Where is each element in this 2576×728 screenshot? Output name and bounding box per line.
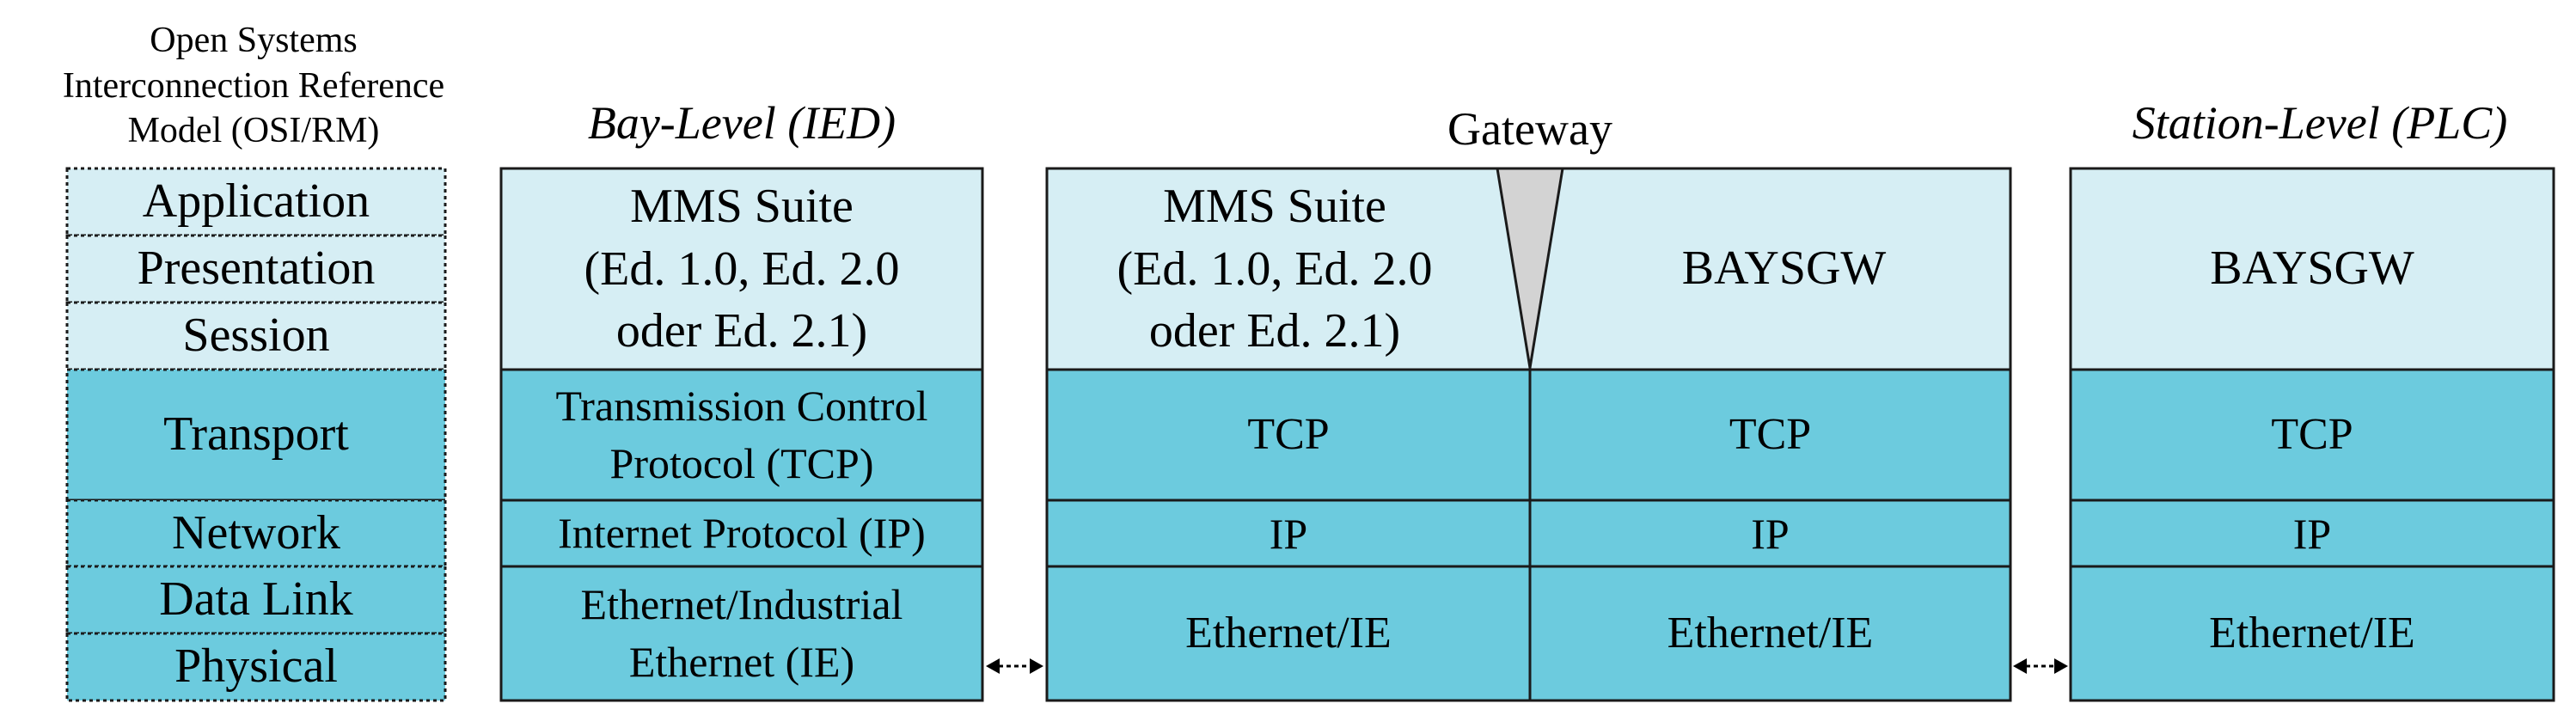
gw-right-transport-box	[1528, 368, 2012, 502]
osi-layer-physical: Physical	[174, 639, 338, 694]
gw-left-app-label: MMS Suite (Ed. 1.0, Ed. 2.0 oder Ed. 2.1…	[1047, 168, 1502, 370]
gw-left-transport-box	[1045, 368, 1532, 502]
gw-left-app-box	[1045, 167, 1532, 371]
bay-app-line-3: oder Ed. 2.1)	[615, 304, 868, 358]
bay-transport-line-2: Protocol (TCP)	[609, 439, 874, 487]
link-arrows	[986, 658, 2068, 674]
gw-left-app-line-3: oder Ed. 2.1)	[1148, 304, 1401, 358]
station-link-label: Ethernet/IE	[2209, 608, 2415, 658]
station-network-label: IP	[2292, 509, 2332, 558]
station-link-box	[2069, 565, 2555, 702]
gw-left-app-line-1: MMS Suite	[1163, 179, 1386, 233]
osi-layer-network: Network	[172, 505, 340, 560]
gw-right-link-label: Ethernet/IE	[1667, 608, 1874, 658]
gw-right-app-box	[1528, 167, 2012, 371]
bay-link-box	[499, 565, 984, 702]
osi-layer-application: Application	[142, 174, 370, 229]
osi-presentation-box	[65, 234, 447, 304]
osi-session-box	[65, 301, 447, 371]
gw-right-transport-label: TCP	[1729, 409, 1812, 459]
osi-title-line-3: Model (OSI/RM)	[127, 111, 380, 151]
bay-transport-box	[499, 368, 984, 502]
bay-transport-label: Transmission Control Protocol (TCP)	[501, 370, 982, 500]
osi-application-box	[65, 167, 447, 237]
station-network-box	[2069, 499, 2555, 568]
osi-layer-presentation: Presentation	[137, 242, 376, 296]
bay-link-line-1: Ethernet/Industrial	[580, 579, 903, 628]
osi-title-line-1: Open Systems	[150, 21, 358, 61]
gw-left-transport-label: TCP	[1247, 409, 1330, 459]
bay-transport-line-1: Transmission Control	[555, 381, 928, 430]
gw-right-network-label: IP	[1751, 509, 1790, 558]
osi-layer-data-link: Data Link	[159, 572, 353, 627]
station-transport-box	[2069, 368, 2555, 502]
bay-gateway-link-arrow-icon	[986, 658, 1043, 674]
bay-app-box	[499, 167, 984, 371]
bay-app-line-2: (Ed. 1.0, Ed. 2.0	[584, 242, 900, 296]
gw-left-app-line-2: (Ed. 1.0, Ed. 2.0	[1117, 242, 1433, 296]
osi-network-box	[65, 499, 447, 568]
bay-link-line-2: Ethernet (IE)	[628, 638, 855, 686]
osi-layer-transport: Transport	[163, 407, 349, 462]
bay-app-label: MMS Suite (Ed. 1.0, Ed. 2.0 oder Ed. 2.1…	[501, 168, 982, 370]
osi-transport-box	[65, 368, 447, 502]
gw-left-link-box	[1045, 565, 1532, 702]
gw-right-app-label: BAYSGW	[1681, 242, 1887, 296]
gw-left-link-label: Ethernet/IE	[1185, 608, 1392, 658]
osi-title: Open Systems Interconnection Reference M…	[9, 9, 499, 163]
station-app-label: BAYSGW	[2210, 242, 2414, 296]
osi-physical-box	[65, 632, 447, 702]
bay-network-label: Internet Protocol (IP)	[558, 508, 926, 557]
gateway-station-link-arrow-icon	[2013, 658, 2068, 674]
gateway-funnel-icon	[1496, 167, 1564, 369]
gateway-title: Gateway	[1447, 102, 1612, 155]
station-transport-label: TCP	[2271, 409, 2353, 459]
station-app-box	[2069, 167, 2555, 371]
bay-link-label: Ethernet/Industrial Ethernet (IE)	[501, 566, 982, 700]
gw-left-network-label: IP	[1269, 509, 1308, 558]
bay-network-box	[499, 499, 984, 568]
gw-right-link-box	[1528, 565, 2012, 702]
osi-layer-session: Session	[182, 309, 330, 363]
bay-level-title: Bay-Level (IED)	[587, 96, 896, 149]
osi-title-line-2: Interconnection Reference	[62, 65, 445, 106]
gw-right-network-box	[1528, 499, 2012, 568]
station-level-title: Station-Level (PLC)	[2132, 96, 2508, 149]
bay-app-line-1: MMS Suite	[630, 179, 854, 233]
